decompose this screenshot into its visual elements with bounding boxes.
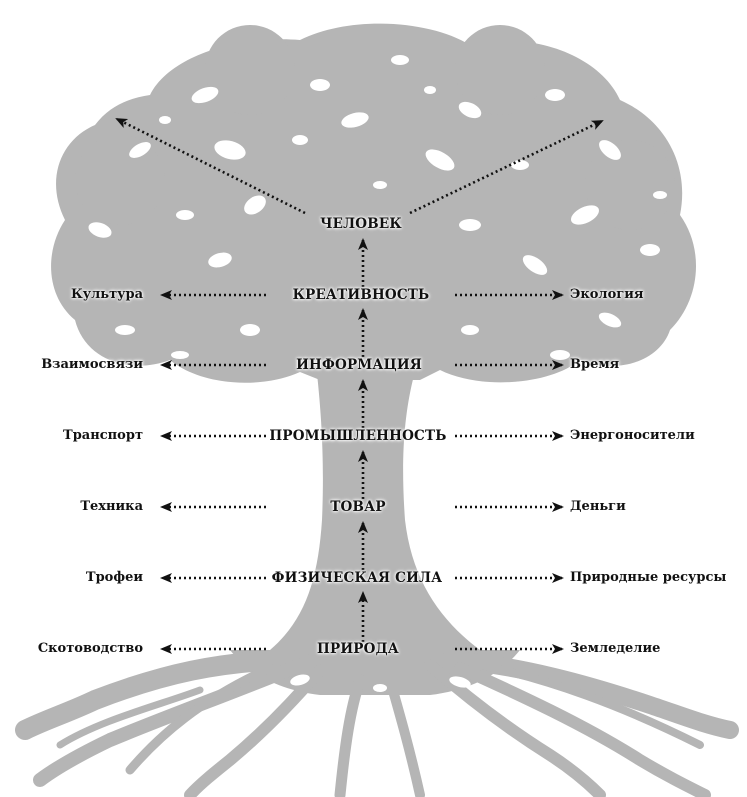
right-branch-natural-resources: Природные ресурсы: [570, 570, 727, 585]
tree-canopy: [51, 23, 697, 383]
arrow-human-up-left: [115, 117, 306, 215]
arrow-human-up-right: [409, 119, 604, 215]
right-branch-money: Деньги: [570, 499, 626, 514]
right-branch-farming: Земледелие: [570, 641, 661, 656]
left-branch-technology: Техника: [80, 499, 143, 514]
stage-physical-force: ФИЗИЧЕСКАЯ СИЛА: [271, 570, 443, 586]
stage-creativity: КРЕАТИВНОСТЬ: [292, 287, 430, 303]
top-arrows: [115, 117, 604, 215]
right-branch-time: Время: [570, 357, 620, 372]
left-branch-connections: Взаимосвязи: [41, 357, 143, 372]
left-branch-transport: Транспорт: [63, 428, 143, 443]
left-arrows: [160, 290, 266, 654]
tree-roots: [15, 650, 739, 797]
left-branch-trophies: Трофеи: [85, 570, 143, 585]
root-holes: [290, 674, 471, 692]
stage-goods: ТОВАР: [330, 499, 386, 515]
tree-trunk: [270, 355, 480, 650]
left-branch-cattle-breeding: Скотоводство: [37, 641, 143, 656]
right-branch-energy: Энергоносители: [570, 428, 695, 443]
canopy-holes: [88, 55, 667, 360]
left-branch-culture: Культура: [70, 287, 143, 302]
stage-nature: ПРИРОДА: [317, 641, 399, 657]
stage-information: ИНФОРМАЦИЯ: [296, 357, 422, 373]
stage-human: ЧЕЛОВЕК: [320, 216, 402, 232]
stage-industry: ПРОМЫШЛЕННОСТЬ: [269, 428, 447, 444]
right-branch-ecology: Экология: [570, 287, 644, 302]
